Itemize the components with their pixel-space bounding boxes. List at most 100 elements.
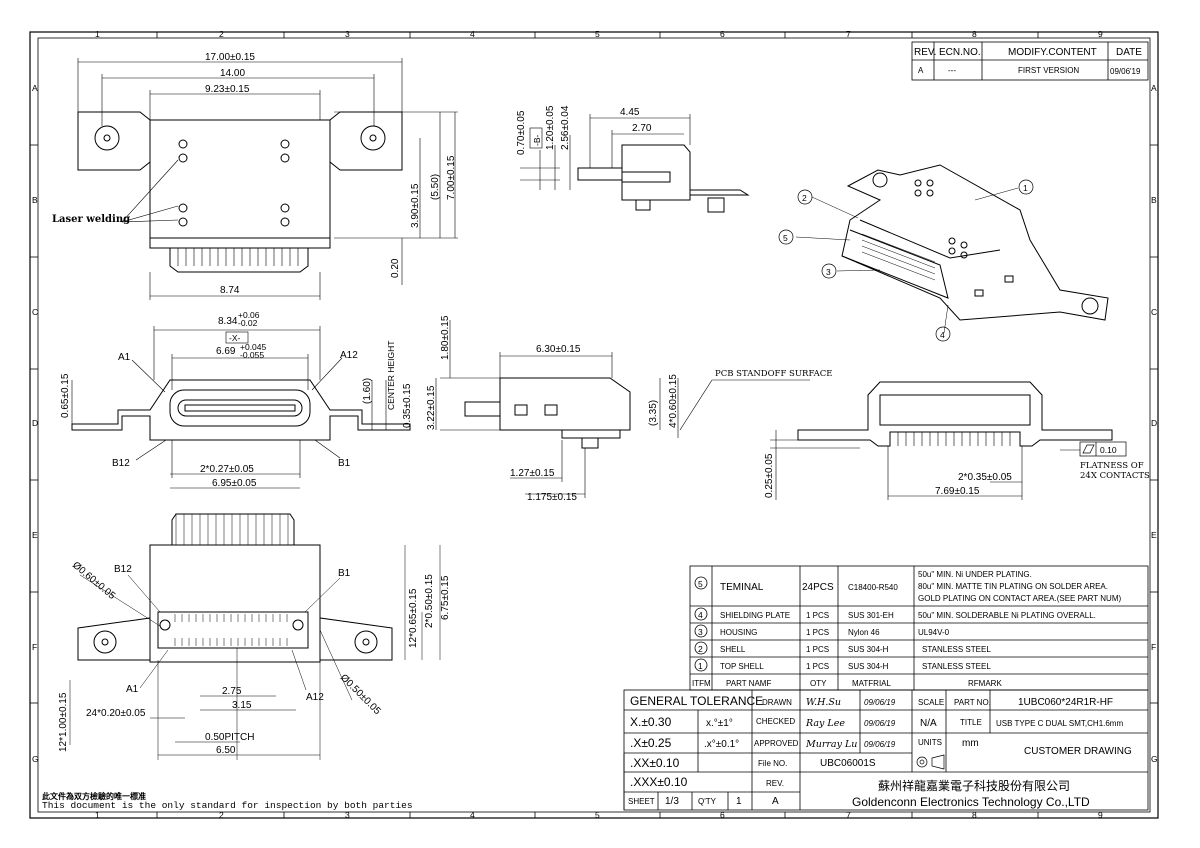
approved-label: APPROVED bbox=[754, 739, 799, 748]
bom-remark-2: STANLESS STEEL bbox=[922, 645, 991, 654]
bom-item-5: 5 bbox=[698, 579, 703, 589]
bom-qty-4: 1 PCS bbox=[806, 611, 829, 620]
bom-qty-3: 1 PCS bbox=[806, 628, 829, 637]
rev-header-rev: REV. bbox=[914, 47, 936, 58]
balloon-1: 1 bbox=[1023, 183, 1028, 193]
drawn-date: 09/06/19 bbox=[864, 698, 896, 707]
grid-row-d-right: D bbox=[1151, 418, 1157, 428]
bottom-dim-24x0-20: 24*0.20±0.05 bbox=[86, 708, 146, 719]
grid-col-7-bottom: 7 bbox=[846, 810, 851, 820]
bottom-dia-0-50: Ø0.50±0.05 bbox=[338, 672, 383, 717]
inner-dim-6-69: 6.69 +0.045 -0.055 bbox=[216, 342, 267, 360]
bom-name-2: SHELL bbox=[720, 645, 746, 654]
bom-remark-5-3: GOLD PLATING ON CONTACT AREA.(SEE PART N… bbox=[918, 594, 1121, 603]
bom-qty-5: 24PCS bbox=[802, 582, 834, 593]
pin-a12-bottom: A12 bbox=[306, 692, 324, 703]
grid-col-3-bottom: 3 bbox=[345, 810, 350, 820]
grid-col-6-bottom: 6 bbox=[720, 810, 725, 820]
bottom-view: 12*0.65±0.15 2*0.50±0.15 6.75±0.15 2.75 … bbox=[58, 513, 451, 760]
bom-row-3: 3 HOUSING 1 PCS Nylon 46 UL94V-0 bbox=[698, 627, 950, 637]
grid-col-6: 6 bbox=[720, 29, 725, 39]
general-tolerance-label: GENERAL TOLERANCE bbox=[630, 694, 763, 708]
pin-a1-bottom: A1 bbox=[126, 684, 139, 695]
side-dim-1-27: 1.27±0.15 bbox=[510, 468, 555, 479]
top-dim-3-90: 3.90±0.15 bbox=[410, 183, 421, 228]
side-dim-1-175: 1.175±0.15 bbox=[527, 492, 577, 503]
grid-row-e-right: E bbox=[1151, 530, 1157, 540]
bom-name-3: HOUSING bbox=[720, 628, 757, 637]
bottom-dim-6-75: 6.75±0.15 bbox=[440, 575, 451, 620]
grid-row-a: A bbox=[32, 83, 38, 93]
checked-date: 09/06/19 bbox=[864, 719, 896, 728]
file-no-label: File NO. bbox=[758, 759, 787, 768]
grid-row-g: G bbox=[32, 754, 39, 764]
grid-col-2-bottom: 2 bbox=[219, 810, 224, 820]
approved-date: 09/06/19 bbox=[864, 740, 896, 749]
bom-material-2: SUS 304-H bbox=[848, 645, 889, 654]
side-dim-1-20: 1.20±0.05 bbox=[545, 105, 556, 150]
tol-ang-1: x.°±1° bbox=[706, 718, 733, 729]
rev-label: REV. bbox=[766, 779, 784, 788]
balloon-5: 5 bbox=[783, 233, 788, 243]
footer-en: This document is the only standard for i… bbox=[42, 800, 413, 811]
bom-header-qty: OTY bbox=[810, 679, 827, 688]
grid-col-2: 2 bbox=[219, 29, 224, 39]
bom-item-4: 4 bbox=[698, 610, 703, 620]
footer-cn: 此文件為双方檢驗的唯一標准 bbox=[42, 791, 146, 801]
flatness-callout: 0.10 FLATNESS OF 24X CONTACTS bbox=[1079, 441, 1150, 481]
side-dim-4-45: 4.45 bbox=[620, 107, 640, 118]
top-dim-0-20: 0.20 bbox=[390, 258, 401, 278]
width-dim-8-34: 8.34 +0.06 -0.02 bbox=[218, 310, 260, 328]
bom-row-2: 2 SHELL 1 PCS SUS 304-H STANLESS STEEL bbox=[698, 644, 991, 654]
rear-view: 0.25±0.05 2*0.35±0.05 7.69±0.15 0.10 FLA… bbox=[764, 381, 1150, 500]
laser-welding-label: Laser welding bbox=[52, 214, 130, 225]
bom-name-4: SHIELDING PLATE bbox=[720, 611, 790, 620]
bom-table: 5 TEMINAL 24PCS C18400-R540 50u" MIN. Ni… bbox=[689, 565, 1149, 691]
top-dim-7-00: 7.00±0.15 bbox=[446, 155, 457, 200]
balloon-4: 4 bbox=[940, 330, 945, 340]
scale-value: N/A bbox=[920, 718, 937, 729]
grid-col-1-bottom: 1 bbox=[95, 810, 100, 820]
side-dim-3-22: 3.22±0.15 bbox=[426, 385, 437, 430]
projection-symbol bbox=[916, 754, 945, 770]
svg-text:8.34: 8.34 bbox=[218, 316, 238, 327]
file-no: UBC06001S bbox=[820, 758, 876, 769]
bom-header: ITFM PART NAMF OTY MATFRIAL RFMARK bbox=[692, 679, 1002, 688]
rev-header-date: DATE bbox=[1116, 47, 1142, 58]
side-dim-1-80: 1.80±0.15 bbox=[440, 315, 451, 360]
grid-col-5: 5 bbox=[595, 29, 600, 39]
grid-col-3: 3 bbox=[345, 29, 350, 39]
rev-row-rev: A bbox=[918, 66, 924, 75]
title-block: GENERAL TOLERANCE X.±0.30 .X±0.25 .XX±0.… bbox=[623, 689, 1149, 811]
front-view: 8.34 +0.06 -0.02 -X- 6.69 +0.045 -0.055 … bbox=[60, 310, 413, 489]
bom-material-5: C18400-R540 bbox=[848, 583, 898, 592]
top-dim-8-74: 8.74 bbox=[220, 285, 240, 296]
units-label: UNITS bbox=[918, 738, 942, 747]
side-dim-3-35: (3.35) bbox=[648, 400, 659, 426]
rear-dim-2x0-35: 2*0.35±0.05 bbox=[958, 472, 1012, 483]
bom-material-3: Nylon 46 bbox=[848, 628, 880, 637]
grid-row-c-right: C bbox=[1151, 307, 1157, 317]
drawn-label: DRAWN bbox=[762, 698, 792, 707]
part-no-value: 1UBC060*24R1R-HF bbox=[1018, 697, 1113, 708]
sheet-value: 1/3 bbox=[665, 796, 679, 807]
bom-remark-4: 50u" MIN. SOLDERABLE Ni PLATING OVERALL. bbox=[918, 611, 1096, 620]
bom-row-1: 1 TOP SHELL 1 PCS SUS 304-H STANLESS STE… bbox=[698, 661, 991, 671]
datum-b: -B- bbox=[532, 135, 542, 147]
datum-x: -X- bbox=[229, 333, 241, 343]
pin-a1-front: A1 bbox=[118, 352, 131, 363]
bom-remark-5-2: 80u" MIN. MATTE TIN PLATING ON SOLDER AR… bbox=[918, 582, 1108, 591]
top-view: 17.00±0.15 14.00 9.23±0.15 8.74 3.90±0.1… bbox=[52, 52, 458, 300]
width-tol-minus: -0.02 bbox=[238, 318, 258, 328]
top-dim-14: 14.00 bbox=[220, 68, 245, 79]
pin-b1-bottom: B1 bbox=[338, 568, 351, 579]
company-name-en: Goldenconn Electronics Technology Co.,LT… bbox=[852, 795, 1090, 809]
front-dim-0-35: 0.35±0.15 bbox=[402, 383, 413, 428]
rev-header-modify: MODIFY.CONTENT bbox=[1008, 47, 1097, 58]
qty-value: 1 bbox=[736, 796, 742, 807]
grid-row-e: E bbox=[32, 530, 38, 540]
grid-col-1: 1 bbox=[95, 29, 100, 39]
top-dim-17: 17.00±0.15 bbox=[205, 52, 255, 63]
bom-row-4: 4 SHIELDING PLATE 1 PCS SUS 301-EH 50u" … bbox=[698, 610, 1096, 620]
